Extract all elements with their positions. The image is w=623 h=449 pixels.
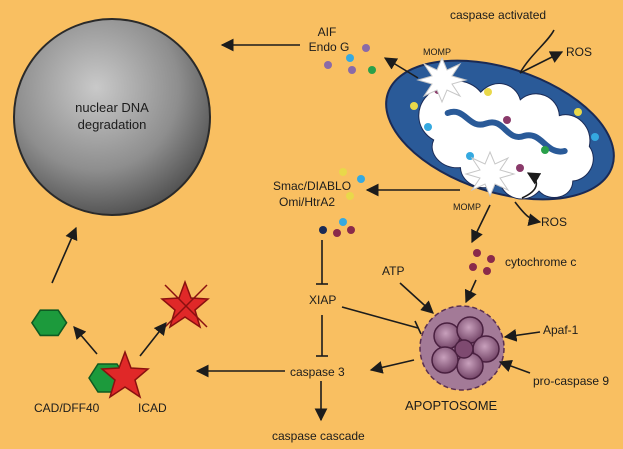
xiap-label: XIAP bbox=[309, 293, 336, 307]
nucleus: nuclear DNA degradation bbox=[13, 18, 211, 216]
aif-proteins bbox=[324, 44, 376, 74]
omi-htra2-label: Omi/HtrA2 bbox=[279, 195, 335, 209]
smac-proteins bbox=[319, 168, 365, 237]
nucleus-label-line2: degradation bbox=[78, 117, 147, 132]
pro-caspase-9-label: pro-caspase 9 bbox=[533, 374, 609, 388]
aif-label: AIF bbox=[318, 25, 337, 39]
momp-upper-label: MOMP bbox=[423, 47, 451, 57]
cytochrome-c-proteins bbox=[469, 249, 495, 275]
caspase-cascade-label: caspase cascade bbox=[272, 429, 365, 443]
icad-star-degraded bbox=[160, 279, 210, 329]
caspase-activated-label: caspase activated bbox=[450, 8, 546, 22]
smac-diablo-label: Smac/DIABLO bbox=[273, 179, 351, 193]
ros-lower-label: ROS bbox=[541, 215, 567, 229]
pathway-connectors bbox=[51, 29, 564, 422]
apaf-1-label: Apaf-1 bbox=[543, 323, 579, 337]
mitochondrion bbox=[385, 59, 615, 201]
nucleus-label-line1: nuclear DNA bbox=[75, 100, 149, 115]
icad-label: ICAD bbox=[138, 401, 167, 415]
endo-g-label: Endo G bbox=[309, 40, 350, 54]
momp-burst-upper bbox=[416, 56, 468, 104]
apoptosome-label: APOPTOSOME bbox=[405, 398, 498, 413]
cad-hexagon-released bbox=[30, 309, 68, 337]
cad-dff40-label: CAD/DFF40 bbox=[34, 401, 100, 415]
ros-upper-label: ROS bbox=[566, 45, 592, 59]
atp-label: ATP bbox=[382, 264, 404, 278]
caspase-3-label: caspase 3 bbox=[290, 365, 345, 379]
cytochrome-c-label: cytochrome c bbox=[505, 255, 576, 269]
icad-star-bound bbox=[100, 349, 150, 399]
momp-burst-lower bbox=[464, 150, 516, 198]
apoptosome bbox=[419, 305, 505, 391]
momp-lower-label: MOMP bbox=[453, 202, 481, 212]
